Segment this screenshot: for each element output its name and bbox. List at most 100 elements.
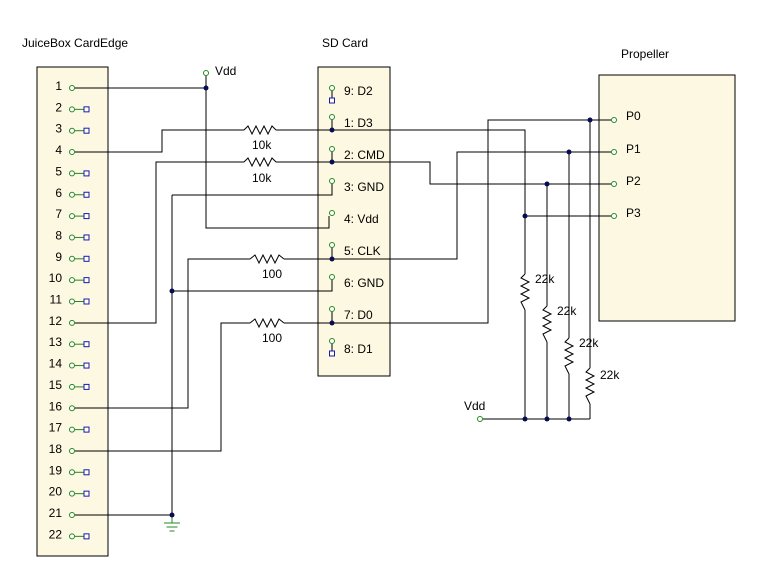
juicebox-pin-20-connector[interactable] (69, 490, 75, 497)
juicebox-pin-20-nc-marker (83, 490, 90, 497)
juicebox-pin-5-connector[interactable] (69, 170, 75, 177)
juicebox-pin-19-label: 19 (49, 463, 63, 477)
prop-p0-connector[interactable] (611, 117, 617, 123)
sd-pin-8-connector[interactable] (329, 338, 335, 344)
resistor-r-d0-label: 100 (262, 331, 282, 345)
resistor-pull-2: 22k (541, 304, 577, 343)
sd-pin-7-label: 7: D0 (344, 308, 373, 322)
resistor-pull-1-label: 22k (535, 272, 555, 286)
juicebox-pin-5-nc-marker (83, 170, 90, 177)
junction-dot (203, 85, 209, 91)
sd-pin-3-connector[interactable] (329, 178, 335, 184)
resistor-r-clk-label: 100 (262, 267, 282, 281)
resistor-r-cmd-label: 10k (252, 171, 272, 185)
juicebox-pin-17-connector[interactable] (69, 426, 75, 433)
sdcard-title: SD Card (322, 36, 368, 50)
resistor-r-d3-label: 10k (252, 138, 272, 152)
sd-pin-5-label: 5: CLK (344, 244, 381, 258)
juicebox-pin-22-connector[interactable] (69, 533, 75, 540)
junction-dot (522, 213, 528, 219)
juicebox-pin-2-nc-marker (83, 106, 90, 113)
prop-p3-label: P3 (626, 206, 641, 220)
junction-dot (329, 320, 335, 326)
juicebox-pin-18-connector[interactable] (69, 447, 75, 454)
juicebox-box (36, 66, 109, 557)
vdd-top-symbol: Vdd (203, 64, 236, 78)
vdd-top-label: Vdd (215, 64, 236, 78)
junction-dot (544, 416, 550, 422)
juicebox-pin-14-nc-marker (83, 362, 90, 369)
prop-p1-label: P1 (626, 142, 641, 156)
junction-dot (169, 512, 175, 518)
sd-pin-4-connector[interactable] (329, 210, 335, 216)
juicebox-pin-11-connector[interactable] (69, 298, 75, 305)
juicebox-pin-11-nc-marker (83, 298, 90, 305)
juicebox-pin-9-label: 9 (55, 250, 62, 264)
vdd-bottom-label: Vdd (464, 399, 485, 413)
juicebox-pin-12-connector[interactable] (69, 319, 75, 326)
sd-pin-6-connector[interactable] (329, 274, 335, 280)
juicebox-pin-17-nc-marker (83, 426, 90, 433)
juicebox-pin-21-label: 21 (49, 506, 63, 520)
prop-p2-connector[interactable] (611, 181, 617, 187)
juicebox-pin-10-label: 10 (49, 271, 63, 285)
juicebox-pin-7-label: 7 (55, 207, 62, 221)
juicebox-pin-10-connector[interactable] (69, 277, 75, 284)
prop-p1-connector[interactable] (611, 149, 617, 155)
juicebox-pin-13-label: 13 (49, 335, 63, 349)
juicebox-pin-14-label: 14 (49, 357, 63, 371)
juicebox-pin-10-nc-marker (83, 277, 90, 284)
resistor-pull-4-label: 22k (600, 368, 620, 382)
junction-dot (544, 181, 550, 187)
junction-dot (566, 416, 572, 422)
sd-pin-9-nc-marker (329, 97, 335, 104)
sd-pin-8-nc-marker (329, 350, 335, 357)
sd-pin-3-label: 3: GND (344, 180, 384, 194)
juicebox-pin-3-label: 3 (55, 122, 62, 136)
junction-dot (169, 288, 175, 294)
junction-dot (566, 149, 572, 155)
juicebox-pin-16-connector[interactable] (69, 405, 75, 412)
sd-pin-2-label: 2: CMD (344, 148, 385, 162)
sd-pin-1-connector[interactable] (329, 114, 335, 120)
resistor-pull-4: 22k (584, 367, 620, 405)
juicebox-pin-14-connector[interactable] (69, 362, 75, 369)
juicebox-pin-5-label: 5 (55, 164, 62, 178)
juicebox-pin-8-label: 8 (55, 228, 62, 242)
sd-pin-2-connector[interactable] (329, 146, 335, 152)
juicebox-pin-4-label: 4 (55, 143, 62, 157)
juicebox-pin-13-connector[interactable] (69, 341, 75, 348)
juicebox-pin-3-connector[interactable] (69, 127, 75, 134)
sd-pin-6-label: 6: GND (344, 276, 384, 290)
juicebox-pin-15-connector[interactable] (69, 383, 75, 390)
ground-icon (164, 516, 180, 532)
junction-dot (522, 416, 528, 422)
juicebox-pin-15-nc-marker (83, 383, 90, 390)
juicebox-pin-20-label: 20 (49, 485, 63, 499)
juicebox-pin-8-connector[interactable] (69, 234, 75, 241)
juicebox-pin-21-connector[interactable] (69, 512, 75, 518)
juicebox-pin-7-connector[interactable] (69, 213, 75, 220)
resistor-r-d3: 10k (243, 124, 277, 152)
juicebox-pin-6-connector[interactable] (69, 191, 75, 198)
resistor-pull-3: 22k (563, 336, 599, 375)
juicebox-pin-1-label: 1 (55, 79, 62, 93)
sd-pin-5-connector[interactable] (329, 242, 335, 248)
juicebox-pin-2-connector[interactable] (69, 106, 75, 113)
sd-pin-7-connector[interactable] (329, 306, 335, 312)
juicebox-pin-13-nc-marker (83, 341, 90, 348)
juicebox-pin-1-connector[interactable] (69, 85, 75, 91)
resistor-pull-1: 22k (519, 272, 555, 311)
juicebox-pin-9-connector[interactable] (69, 255, 75, 262)
prop-p2-label: P2 (626, 174, 641, 188)
juicebox-title: JuiceBox CardEdge (22, 36, 128, 50)
juicebox-pin-4-connector[interactable] (69, 149, 75, 156)
juicebox-pin-8-nc-marker (83, 234, 90, 241)
propeller-pins: P0 P1 P2 P3 (611, 109, 641, 220)
sd-pin-9-connector[interactable] (329, 85, 335, 91)
juicebox-pin-22-label: 22 (49, 527, 63, 541)
prop-p3-connector[interactable] (611, 213, 617, 219)
prop-p0-label: P0 (626, 109, 641, 123)
juicebox-pin-19-connector[interactable] (69, 469, 75, 476)
